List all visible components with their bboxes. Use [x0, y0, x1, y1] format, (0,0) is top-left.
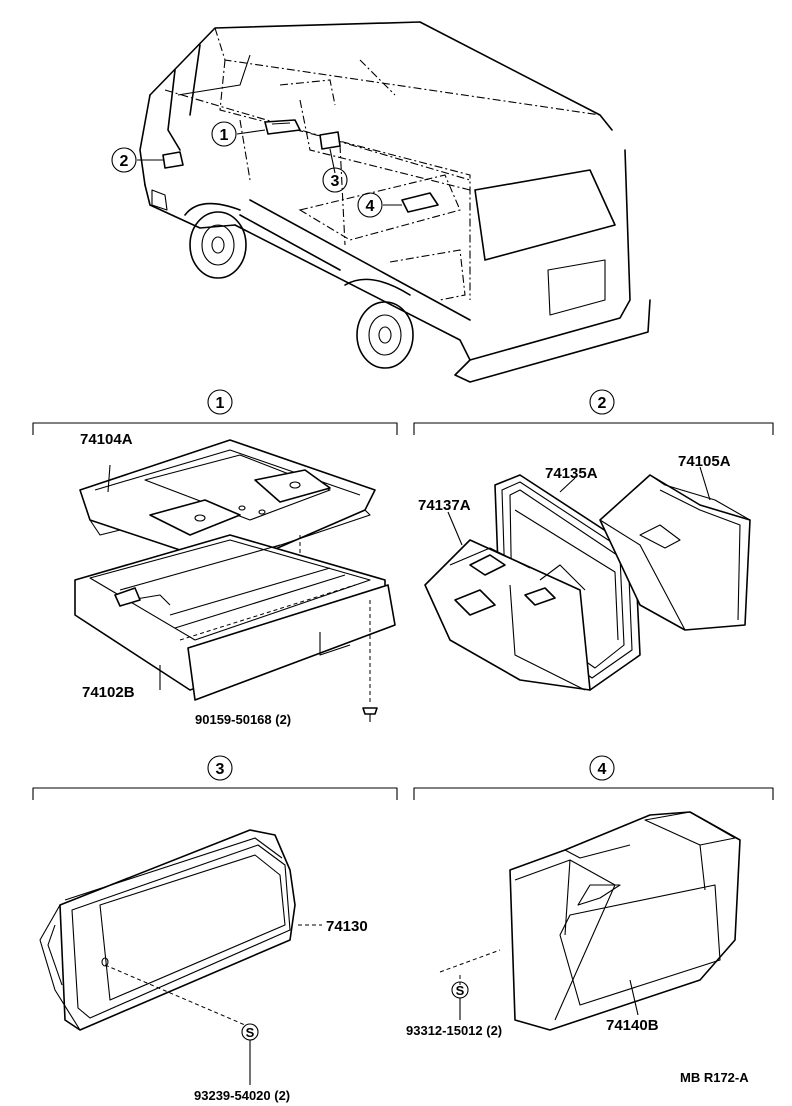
part-74140B-ashtray: [509, 811, 741, 1031]
callout-1: 1: [211, 121, 237, 147]
svg-text:1: 1: [216, 395, 225, 412]
label-74135A: 74135A: [545, 465, 598, 482]
label-74105A: 74105A: [678, 453, 731, 470]
diagram-code: MB R172-A: [680, 1070, 749, 1085]
section-4-bracket: [413, 787, 774, 800]
section-3-bracket: [32, 787, 398, 800]
callout-4: 4: [357, 192, 383, 218]
label-74137A: 74137A: [418, 497, 471, 514]
svg-text:S: S: [456, 983, 465, 998]
section-4-marker: [589, 755, 615, 781]
callout-2: 2: [111, 147, 137, 173]
section-3-marker: [207, 755, 233, 781]
label-90159-50168: 90159-50168 (2): [195, 712, 291, 727]
van-illustration: [137, 21, 651, 383]
label-74104A: 74104A: [80, 431, 133, 448]
label-74130: 74130: [326, 918, 368, 935]
part-74130-ashtray: [39, 829, 296, 1031]
section-4: 4 74140B S 93312-15012 (2): [406, 755, 774, 1038]
section-2-bracket: [413, 422, 774, 435]
label-74140B: 74140B: [606, 1017, 659, 1034]
svg-text:1: 1: [220, 127, 229, 144]
label-93312-15012: 93312-15012 (2): [406, 1023, 502, 1038]
section-2: 2 74135A 74105A: [413, 389, 774, 691]
part-74105A-housing: [599, 474, 751, 631]
svg-text:3: 3: [216, 761, 225, 778]
callout-3: 3: [322, 167, 348, 193]
section-2-marker: [589, 389, 615, 415]
section-3: 3 74130 S 93239-54020 (2): [32, 755, 398, 1103]
part-74137A-insert: [424, 539, 591, 691]
screw-symbol-93312: S: [451, 981, 469, 999]
label-93239-54020: 93239-54020 (2): [194, 1088, 290, 1103]
part-74102B-tray: [74, 534, 396, 701]
label-74102B: 74102B: [82, 684, 135, 701]
part-74104A-lid: [79, 439, 376, 573]
svg-text:2: 2: [120, 153, 129, 170]
svg-text:S: S: [246, 1025, 255, 1040]
section-1-marker: [207, 389, 233, 415]
section-1-bracket: [32, 422, 398, 435]
svg-text:4: 4: [598, 761, 607, 778]
svg-text:2: 2: [598, 395, 607, 412]
svg-text:3: 3: [331, 173, 340, 190]
svg-text:4: 4: [366, 198, 375, 215]
screw-90159-50168: [362, 707, 378, 722]
screw-symbol-93239: S: [241, 1023, 259, 1041]
section-1: 1 74104A: [32, 389, 398, 727]
